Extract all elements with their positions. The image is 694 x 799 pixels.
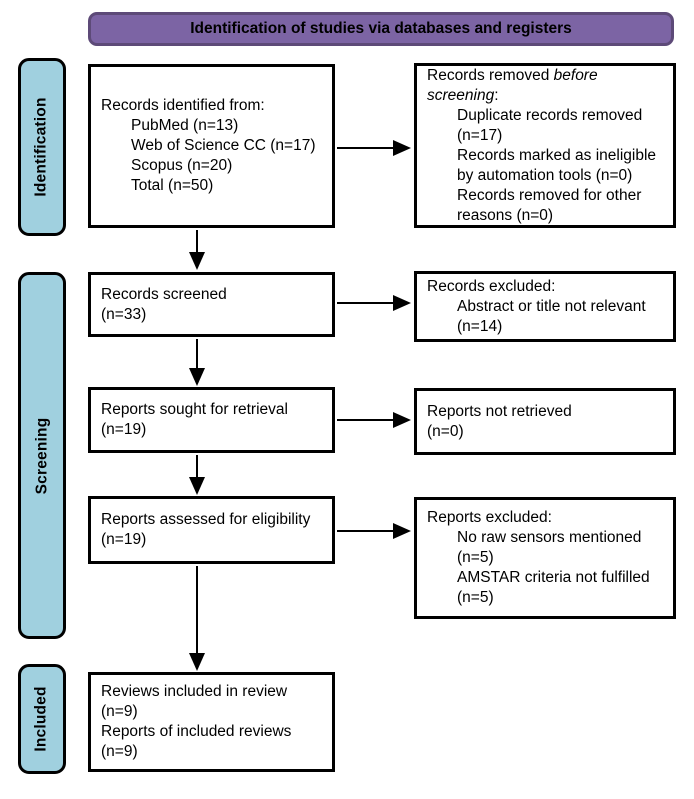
records-excluded-count: (n=14)	[457, 317, 503, 335]
box-reports-sought: Reports sought for retrieval (n=19)	[88, 387, 335, 453]
box-records-removed: Records removed before screening: Duplic…	[414, 63, 676, 228]
records-screened-count: (n=33)	[101, 305, 147, 323]
reports-not-retrieved-label: Reports not retrieved	[427, 402, 572, 420]
box-reports-not-retrieved: Reports not retrieved (n=0)	[414, 388, 676, 455]
box-reviews-included: Reviews included in review (n=9) Reports…	[88, 672, 335, 772]
reports-assessed-label: Reports assessed for eligibility	[101, 511, 311, 528]
duplicates-removed-label: Duplicate records removed	[457, 106, 643, 124]
automation-ineligible-line1: Records marked as ineligible	[457, 146, 657, 164]
box-records-screened: Records screened (n=33)	[88, 272, 335, 337]
stage-included-label: Included	[33, 686, 51, 752]
box-records-identified: Records identified from: PubMed (n=13) W…	[88, 64, 335, 228]
box-reports-assessed: Reports assessed for eligibility (n=19)	[88, 496, 335, 564]
reports-sought-count: (n=19)	[101, 421, 147, 438]
records-excluded-reason: Abstract or title not relevant	[457, 297, 646, 315]
diagram-title: Identification of studies via databases …	[190, 20, 572, 37]
stage-screening-label: Screening	[33, 417, 50, 494]
records-screened-label: Records screened	[101, 285, 227, 303]
records-removed-italic-before: before	[553, 66, 598, 84]
reports-of-reviews-label: Reports of included reviews	[101, 723, 292, 740]
other-reasons-line1: Records removed for other	[457, 186, 642, 204]
records-excluded-heading: Records excluded:	[427, 277, 556, 295]
records-removed-heading-line2: screening:	[427, 86, 665, 106]
duplicates-removed-count: (n=17)	[457, 126, 503, 144]
reports-assessed-count: (n=19)	[101, 531, 147, 548]
reports-sought-label: Reports sought for retrieval	[101, 401, 288, 418]
other-reasons-line2: reasons (n=0)	[457, 206, 554, 224]
box-reports-excluded: Reports excluded: No raw sensors mention…	[414, 497, 676, 619]
records-identified-heading: Records identified from:	[101, 97, 265, 114]
stage-included: Included	[18, 664, 66, 774]
reviews-included-label: Reviews included in review	[101, 683, 288, 700]
reports-excluded-heading: Reports excluded:	[427, 509, 552, 526]
records-identified-total: Total (n=50)	[131, 177, 214, 194]
amstar-count: (n=5)	[457, 589, 494, 606]
no-raw-sensors-label: No raw sensors mentioned	[457, 529, 642, 546]
diagram-title-banner: Identification of studies via databases …	[88, 12, 674, 46]
stage-screening: Screening	[18, 272, 66, 639]
records-removed-colon: :	[494, 86, 499, 104]
box-records-excluded: Records excluded: Abstract or title not …	[414, 271, 676, 342]
reports-not-retrieved-count: (n=0)	[427, 422, 464, 440]
stage-identification-label: Identification	[33, 97, 50, 197]
reviews-included-count: (n=9)	[101, 703, 138, 720]
stage-identification: Identification	[18, 58, 66, 236]
amstar-label: AMSTAR criteria not fulfilled	[457, 569, 650, 586]
records-identified-scopus: Scopus (n=20)	[131, 157, 233, 174]
reports-of-reviews-count: (n=9)	[101, 743, 138, 760]
records-identified-pubmed: PubMed (n=13)	[131, 117, 239, 134]
no-raw-sensors-count: (n=5)	[457, 549, 494, 566]
records-removed-normal-text: Records removed	[427, 66, 554, 84]
automation-ineligible-line2: by automation tools (n=0)	[457, 166, 633, 184]
records-identified-wos: Web of Science CC (n=17)	[131, 137, 316, 154]
records-removed-italic-screening: screening	[427, 86, 495, 104]
records-removed-heading-line1: Records removed before	[427, 66, 665, 86]
